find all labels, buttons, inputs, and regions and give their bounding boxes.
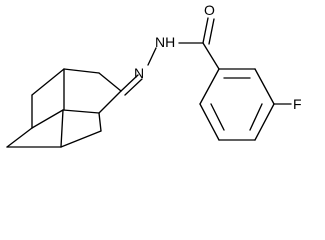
chemical-structure: O NH N F [6,2,302,148]
adamantane-bond [98,90,122,114]
fluorine-label: F [293,96,302,112]
adamantane-bond [60,130,102,148]
carbonyl-double-bond-parallel [208,18,215,45]
aryl-bond [254,103,275,141]
adamantane-bond [31,109,64,129]
atom-label-layer: O NH N F [134,2,302,112]
bond-layer [6,17,292,148]
aryl-bond [254,68,275,105]
hydrazide-nh-label: NH [155,34,175,50]
aromatic-inner-bond [249,103,263,131]
adamantane-bond [60,109,64,148]
adamantane-bond [6,127,33,148]
carbonyl-double-bond-main [202,17,209,44]
adamantane-bond [31,68,65,96]
adamantane-bond [98,112,102,132]
adamantane-bond [63,68,100,74]
aryl-bond [199,68,220,105]
imine-double-bond-parallel [124,78,143,96]
carbonyl-aryl-bond [202,42,220,70]
hydrazone-n-n-bond [147,47,157,66]
aryl-bond [199,103,220,141]
imine-double-bond-main [120,74,139,92]
aromatic-inner-bond [210,103,225,131]
oxygen-label: O [204,2,215,18]
adamantane-bond [62,109,100,114]
hydrazone-n-label: N [134,65,144,81]
adamantane-bond [98,72,122,92]
